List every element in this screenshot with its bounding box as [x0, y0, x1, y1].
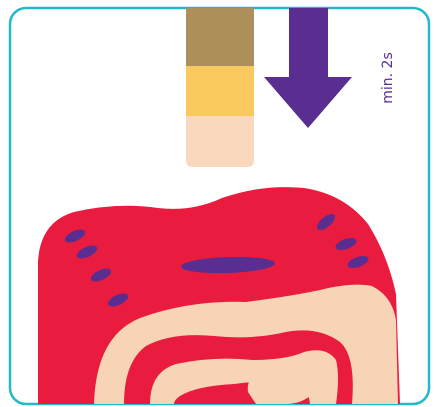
pad-top-segment: [186, 8, 254, 66]
down-arrow-icon: [264, 8, 352, 128]
duration-label: min. 2s: [380, 52, 396, 104]
meat-slice-icon: [38, 187, 400, 404]
pad-bottom-segment: [186, 116, 254, 167]
meat-vein-2: [248, 370, 312, 404]
color-pad-icon: [186, 8, 254, 167]
pad-middle-segment: [186, 66, 254, 116]
